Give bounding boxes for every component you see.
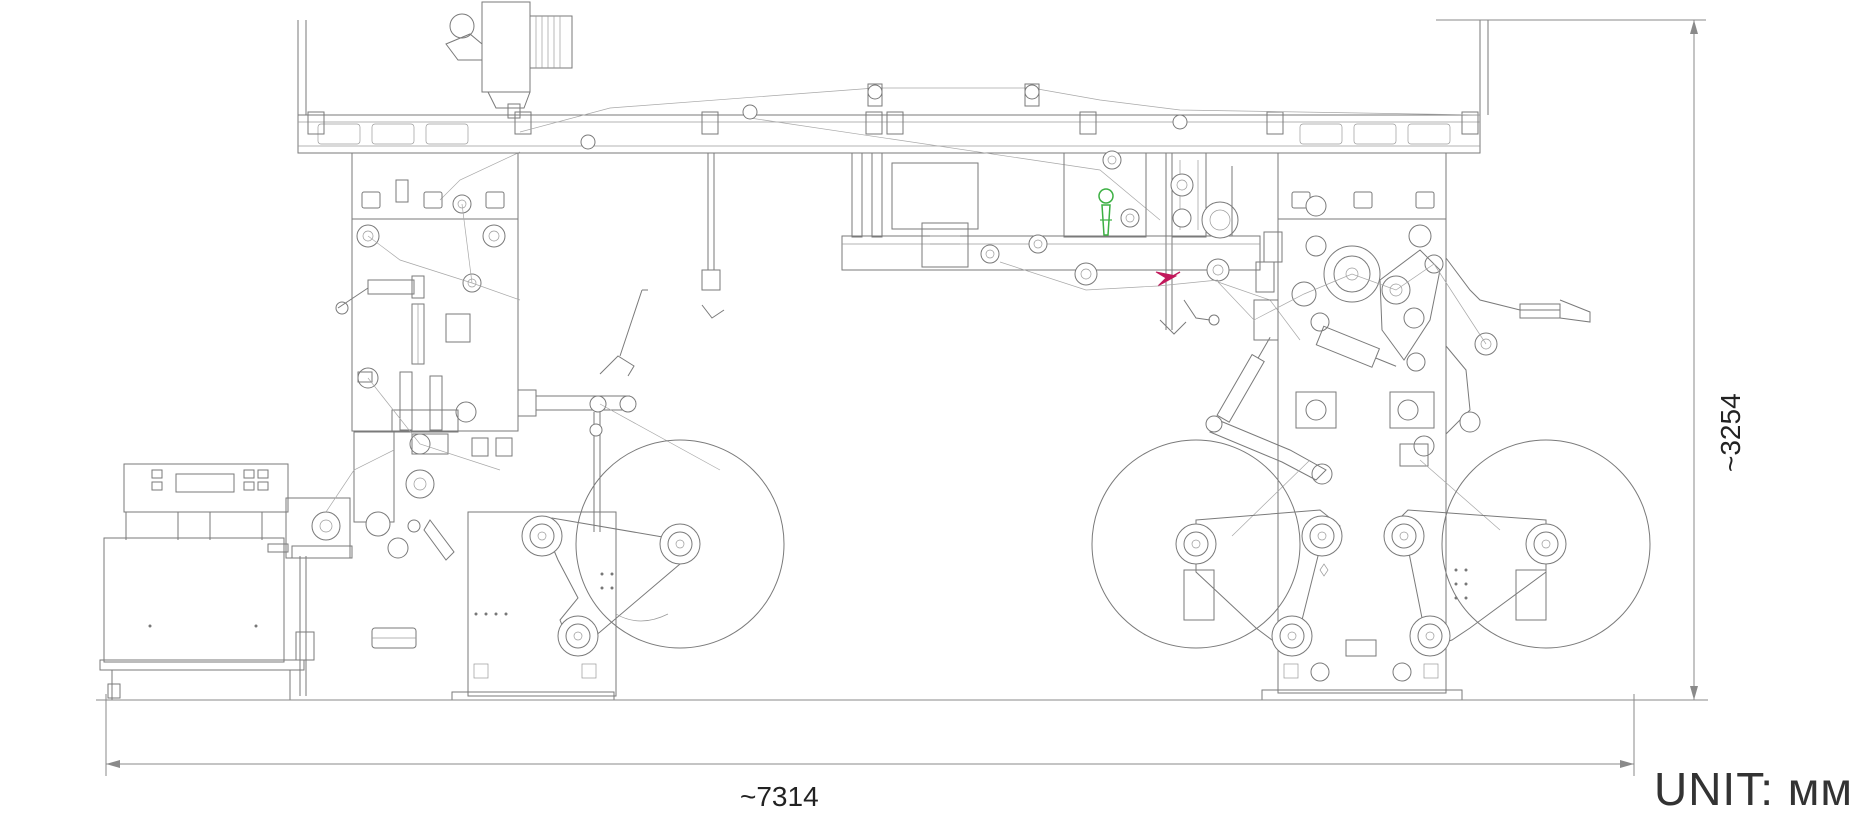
rewind-section bbox=[1091, 439, 1651, 682]
left-feeder-arm bbox=[517, 289, 721, 532]
top-idler-rollers bbox=[580, 83, 1188, 150]
height-dimension-label: ~3254 bbox=[1715, 393, 1746, 472]
hanging-rods bbox=[701, 153, 1187, 335]
width-dimension-label: ~7314 bbox=[740, 781, 819, 812]
left-laminator bbox=[267, 431, 455, 696]
control-cabinet bbox=[99, 463, 305, 700]
right-tower bbox=[1205, 152, 1591, 701]
width-dimension bbox=[105, 694, 1635, 776]
height-dimension bbox=[1436, 19, 1706, 700]
unit-label: UNIT: мм bbox=[1653, 763, 1853, 815]
top-gantry-beam bbox=[297, 20, 1489, 154]
left-tower bbox=[335, 152, 521, 471]
left-unwind-base bbox=[371, 439, 785, 701]
center-coating-unit bbox=[841, 150, 1301, 341]
blower-motor bbox=[445, 1, 573, 119]
